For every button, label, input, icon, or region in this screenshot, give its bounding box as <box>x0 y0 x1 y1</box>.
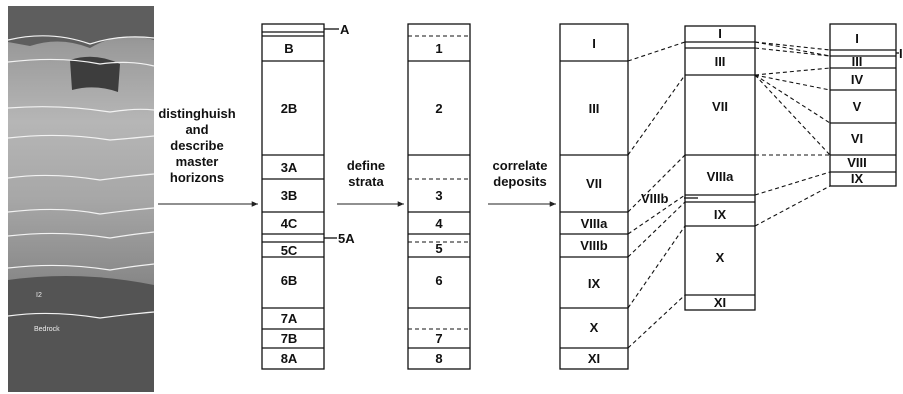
correlation-line <box>755 186 830 226</box>
horizon-label: B <box>284 41 293 56</box>
horizon-label: 6B <box>281 273 298 288</box>
deposit-b-label: X <box>716 250 725 265</box>
step1-line-4: master <box>176 154 219 169</box>
deposit-a-label: III <box>589 101 600 116</box>
horizon-label: 3B <box>281 188 298 203</box>
stratum-label: 7 <box>435 331 442 346</box>
deposit-c-label: VIII <box>847 155 867 170</box>
stratum-label: 8 <box>435 351 442 366</box>
deposit-a-label: IX <box>588 276 601 291</box>
deposit-c-label: IX <box>851 171 864 186</box>
deposit-a-label: VIIIb <box>580 238 608 253</box>
photo-shadow <box>70 57 120 92</box>
deposit-b-label: VII <box>712 99 728 114</box>
step2-line-2: strata <box>348 174 384 189</box>
horizon-label: 5C <box>281 243 298 258</box>
stratum-label: 6 <box>435 273 442 288</box>
deposit-b-label: XI <box>714 295 726 310</box>
strata-column: 1 2 3 4 5 6 7 8 <box>408 24 470 369</box>
horizon-label: 8A <box>281 351 298 366</box>
photo-bedrock <box>8 276 154 392</box>
deposit-b-label: VIIIa <box>707 169 735 184</box>
deposit-c-label: III <box>852 54 863 69</box>
correlation-lines-b-c <box>755 42 830 226</box>
horizon-label: 3A <box>281 160 298 175</box>
stratum-label: 1 <box>435 41 442 56</box>
correlation-line <box>628 42 685 61</box>
photo-label-bedrock: Bedrock <box>34 326 60 333</box>
horizon-label: 7A <box>281 311 298 326</box>
horizon-label: 4C <box>281 216 298 231</box>
step3-line-2: deposits <box>493 174 546 189</box>
step3-line-1: correlate <box>493 158 548 173</box>
deposits-a-box <box>560 24 628 369</box>
horizon-label: 2B <box>281 101 298 116</box>
correlation-line <box>755 68 830 75</box>
deposit-a-label: XI <box>588 351 600 366</box>
deposits-column-b: I III VII VIIIa IX X XI VIIIb <box>641 26 755 310</box>
deposit-c-label: IV <box>851 72 864 87</box>
correlation-line <box>755 75 830 155</box>
callout-a: A <box>340 22 350 37</box>
deposits-column-c: I III IV V VI VIII IX I <box>830 24 903 186</box>
stratum-label: 5 <box>435 241 442 256</box>
step1-line-5: horizons <box>170 170 224 185</box>
deposit-b-callout: VIIIb <box>641 191 669 206</box>
horizon-label: 7B <box>281 331 298 346</box>
stratum-label: 2 <box>435 101 442 116</box>
deposit-a-label: I <box>592 36 596 51</box>
correlation-line <box>628 226 685 308</box>
stratum-label: 3 <box>435 188 442 203</box>
deposits-column-a: I III VII VIIIa VIIIb IX X XI <box>560 24 628 369</box>
deposit-b-label: I <box>718 26 722 41</box>
stratum-label: 4 <box>435 216 443 231</box>
deposit-c-label: VI <box>851 131 863 146</box>
correlation-line <box>628 295 685 348</box>
horizons-column: B 2B 3A 3B 4C 5C 6B 7A 7B 8A A 5A <box>262 22 355 369</box>
deposit-a-label: X <box>590 320 599 335</box>
deposit-a-label: VIIIa <box>581 216 609 231</box>
deposit-c-label: V <box>853 99 862 114</box>
step2-label: define strata <box>347 158 385 189</box>
outcrop-photo: I2 Bedrock <box>8 6 154 392</box>
step1-line-1: distinghuish <box>158 106 235 121</box>
deposit-b-label: IX <box>714 207 727 222</box>
deposit-a-label: VII <box>586 176 602 191</box>
deposit-c-label: I <box>855 31 859 46</box>
step3-label: correlate deposits <box>493 158 548 189</box>
step2-line-1: define <box>347 158 385 173</box>
correlation-line <box>628 75 685 155</box>
step1-line-2: and <box>185 122 208 137</box>
deposit-b-label: III <box>715 54 726 69</box>
step1-label: distinghuish and describe master horizon… <box>158 106 235 185</box>
correlation-line <box>628 202 685 257</box>
photo-label-i2: I2 <box>36 292 42 299</box>
deposit-c-callout: I <box>899 46 903 61</box>
step1-line-3: describe <box>170 138 223 153</box>
callout-5a: 5A <box>338 231 355 246</box>
